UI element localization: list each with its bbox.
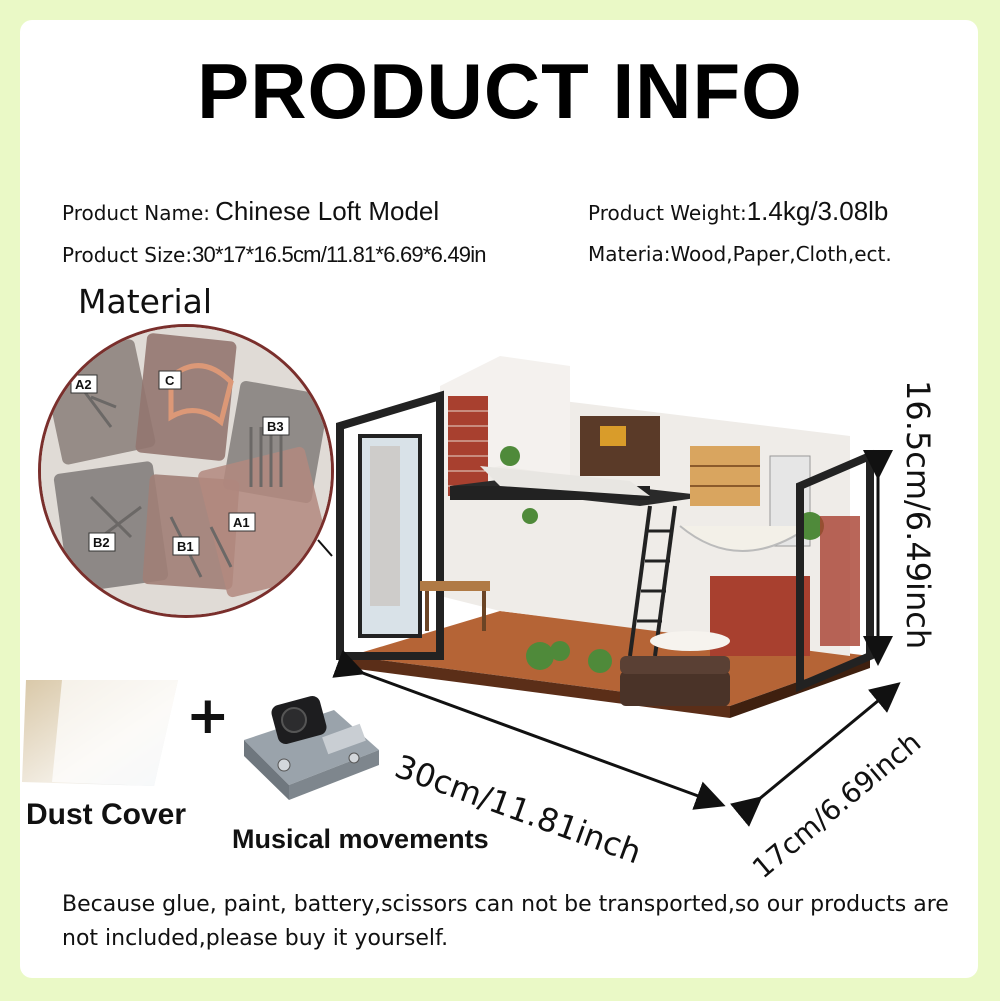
product-size-row: Product Size:30*17*16.5cm/11.81*6.69*6.4… [62, 242, 487, 267]
bag-label-a1: A1 [233, 515, 250, 530]
bag-label-b3: B3 [267, 419, 284, 434]
product-name-label: Product Name: [62, 201, 211, 225]
product-name-row: Product Name: Chinese Loft Model [62, 198, 439, 224]
product-weight-row: Product Weight:1.4kg/3.08lb [588, 198, 888, 224]
musical-movements-caption: Musical movements [232, 824, 489, 854]
product-material-row: Materia:Wood,Paper,Cloth,ect. [588, 244, 892, 264]
height-dimension: 16.5cm/6.49inch [899, 380, 937, 650]
bag-label-b1: B1 [177, 539, 194, 554]
dust-cover-caption: Dust Cover [26, 798, 187, 831]
product-size-label: Product Size: [62, 243, 193, 267]
product-weight-value: 1.4kg/3.08lb [746, 196, 889, 226]
product-name-value: Chinese Loft Model [215, 196, 440, 226]
product-material-label: Materia: [588, 242, 671, 266]
bag-label-c: C [165, 373, 175, 388]
product-material-value: Wood,Paper,Cloth,ect. [670, 242, 892, 266]
material-parts-image: A2 C B3 B2 B1 A1 [38, 324, 334, 618]
material-title: Material [78, 282, 213, 321]
music-box-image [244, 696, 379, 800]
page-title: PRODUCT INFO [197, 47, 803, 135]
bag-label-b2: B2 [93, 535, 110, 550]
product-weight-label: Product Weight: [588, 201, 747, 225]
plus-sign: + [186, 686, 230, 746]
product-size-value: 30*17*16.5cm/11.81*6.69*6.49in [192, 242, 486, 267]
dust-cover-image [22, 680, 178, 786]
bag-label-a2: A2 [75, 377, 92, 392]
shipping-note: Because glue, paint, battery,scissors ca… [62, 892, 949, 951]
